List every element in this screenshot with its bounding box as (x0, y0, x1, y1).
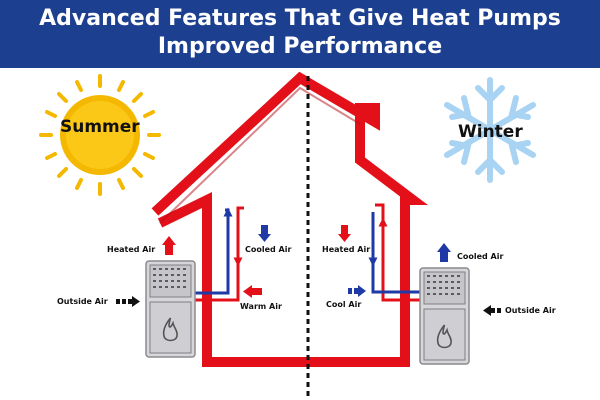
house-outline (151, 71, 428, 367)
winter-cool-air-arrow (348, 285, 366, 297)
summer-outside-air-label: Outside Air (57, 297, 108, 306)
snowflake-icon (444, 77, 536, 183)
summer-cooled-air-label: Cooled Air (245, 245, 292, 254)
summer-cooled-air-arrow (258, 225, 271, 242)
winter-heated-air-arrow (338, 225, 351, 242)
summer-warm-air-arrow (243, 285, 262, 298)
winter-heat-pump-unit (419, 267, 470, 365)
flame-icon (436, 324, 452, 349)
winter-pipes (368, 203, 420, 302)
summer-heated-air-label: Heated Air (107, 245, 156, 254)
summer-outside-air-arrow (116, 296, 140, 307)
title-line-1: Advanced Features That Give Heat Pumps (39, 6, 561, 31)
summer-heat-pump-unit (145, 260, 196, 358)
winter-cooled-air-arrow (437, 243, 451, 262)
winter-heated-air-label: Heated Air (322, 245, 371, 254)
title-line-2: Improved Performance (157, 34, 443, 59)
sun-icon (39, 74, 161, 196)
title-banner: Advanced Features That Give Heat Pumps I… (0, 0, 600, 68)
winter-label: Winter (458, 122, 523, 142)
flame-icon (162, 317, 178, 342)
summer-pipes (195, 206, 244, 302)
summer-heated-air-arrow (162, 236, 176, 255)
winter-cooled-air-label: Cooled Air (457, 252, 504, 261)
summer-warm-air-label: Warm Air (240, 302, 282, 311)
winter-outside-air-label: Outside Air (505, 306, 556, 315)
winter-cool-air-label: Cool Air (326, 300, 362, 309)
winter-outside-air-arrow (483, 305, 501, 316)
summer-label: Summer (60, 117, 140, 137)
